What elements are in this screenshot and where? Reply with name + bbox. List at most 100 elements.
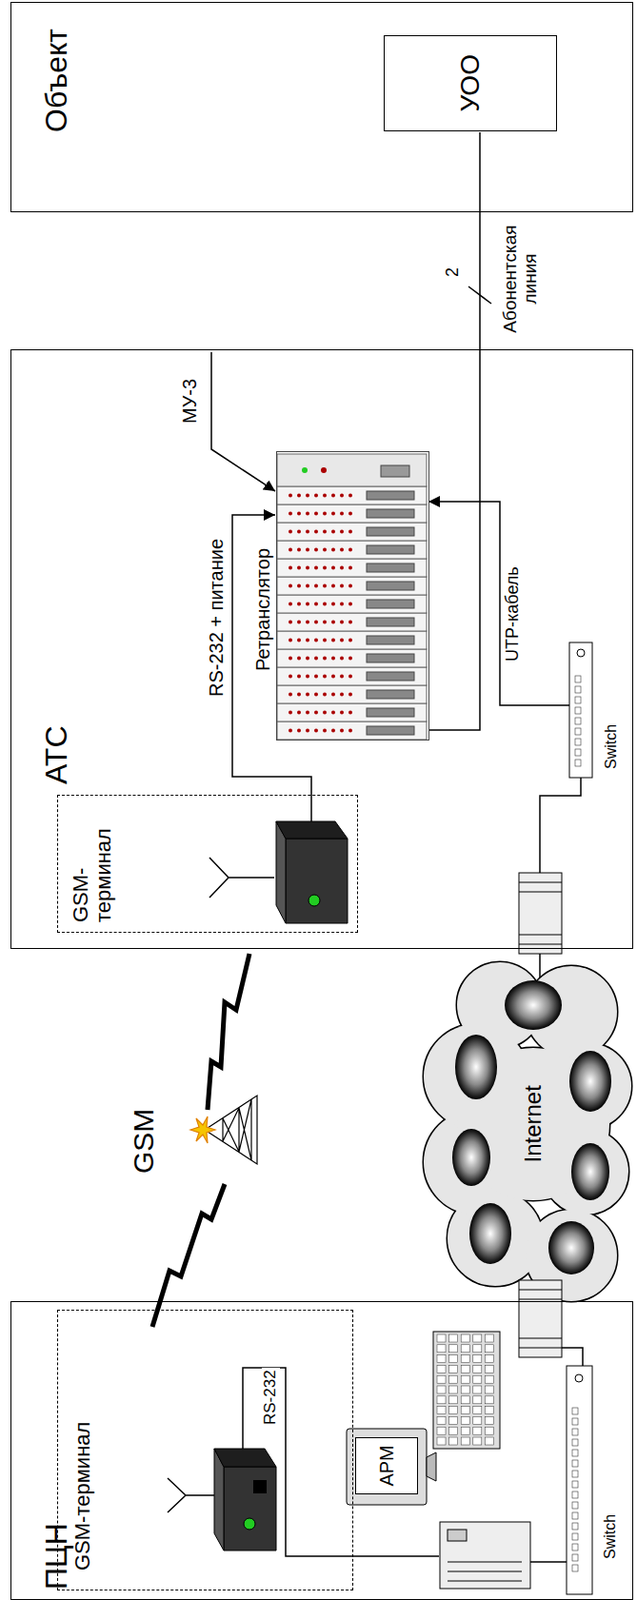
- rack-modules: [288, 584, 293, 589]
- gsm-modem: [214, 1449, 277, 1468]
- network-wires: [310, 796, 313, 822]
- rack-modules: [314, 530, 319, 535]
- rack-modules: [348, 566, 353, 571]
- rack-modules: [305, 566, 310, 571]
- switch-body: [575, 759, 581, 767]
- keyboard: [437, 1365, 446, 1374]
- rack-modules: [277, 486, 427, 505]
- rack-modules: [366, 563, 415, 573]
- server-tower: [439, 1522, 531, 1590]
- network-wires: [561, 1348, 583, 1367]
- rack-modules: [305, 494, 310, 498]
- rack-modules: [297, 656, 301, 661]
- gsm-tower: [222, 1099, 252, 1161]
- network-switch: Switch: [570, 641, 626, 777]
- keyboard: [473, 1396, 482, 1405]
- keyboard: [437, 1355, 446, 1364]
- keyboard: [473, 1345, 482, 1354]
- rack-modules: [297, 729, 301, 734]
- rack-modules: [277, 540, 427, 559]
- rack-modules: [314, 675, 319, 679]
- rack-modules: [348, 656, 353, 661]
- rack-modules: [322, 729, 327, 734]
- switch-body: [566, 1366, 593, 1595]
- rack-modules: [366, 617, 415, 627]
- free-label: 2: [443, 265, 463, 279]
- keyboard: [460, 1416, 470, 1425]
- switch-body: [572, 1492, 578, 1499]
- rack-modules: [348, 675, 353, 679]
- node-label: УОО: [456, 54, 486, 112]
- rack-modules: [331, 530, 336, 535]
- rack-modules: [322, 566, 327, 571]
- rack-modules: [277, 649, 427, 668]
- keyboard: [460, 1355, 470, 1364]
- keyboard: [473, 1427, 482, 1435]
- internet-cloud: [548, 1221, 595, 1275]
- rack-modules: [322, 620, 327, 625]
- device-group: GSM- терминал: [57, 795, 359, 934]
- rack-modules: [277, 631, 427, 650]
- rack-modules: [331, 566, 336, 571]
- gsm-modem: [276, 821, 348, 839]
- rack-modules: [288, 638, 293, 643]
- connector: [428, 132, 480, 731]
- keyboard: [437, 1375, 446, 1384]
- rack-modules: [322, 494, 327, 498]
- keyboard: [460, 1407, 470, 1415]
- rack-modules: [314, 494, 319, 498]
- switch-body: [572, 1429, 578, 1436]
- rack-modules: [331, 711, 336, 716]
- switch-body: [572, 1460, 578, 1468]
- rack-modules: [366, 690, 415, 699]
- rack-modules: [314, 548, 319, 553]
- switch-body: [569, 642, 593, 778]
- connector-label: UTP-кабель: [503, 564, 523, 664]
- monitor: [346, 1429, 437, 1506]
- server-tower: [447, 1530, 467, 1542]
- rack-modules: [314, 602, 319, 607]
- rack-modules: [288, 494, 293, 498]
- keyboard: [484, 1427, 494, 1435]
- rack-modules: [297, 494, 301, 498]
- region-box: УОООбъект: [10, 1, 634, 213]
- switch-body: [572, 1450, 578, 1457]
- gsm-modem: [308, 895, 320, 907]
- rack-modules: [339, 584, 344, 589]
- rack-modules: [339, 693, 344, 697]
- region-box: GSM- терминалРетрансляторSwitchАТС: [10, 349, 634, 950]
- rack-modules: [297, 620, 301, 625]
- keyboard: [449, 1407, 458, 1415]
- rack-modules: [348, 584, 353, 589]
- rack-modules: [305, 548, 310, 553]
- monitor: [346, 1429, 427, 1506]
- switch-body: [572, 1523, 578, 1531]
- switch-body: [572, 1544, 578, 1552]
- rack-modules: [348, 729, 353, 734]
- rack-modules: [277, 454, 427, 740]
- rack-modules: [331, 584, 336, 589]
- switch-body: [575, 696, 581, 704]
- connector-label: Абонентская линия: [500, 216, 541, 342]
- rack-modules: [320, 467, 327, 474]
- rack-modules: [348, 620, 353, 625]
- rack-modules: [277, 595, 427, 614]
- rack-modules: [297, 512, 301, 517]
- switch-body: [575, 738, 581, 746]
- rack-modules: [297, 693, 301, 697]
- rack-modules: [348, 548, 353, 553]
- node-label: GSM- терминал: [69, 803, 116, 923]
- rack-modules: [297, 584, 301, 589]
- node-label: Ретранслятор: [252, 548, 274, 672]
- antenna: [167, 1478, 215, 1513]
- keyboard: [473, 1355, 482, 1364]
- keyboard: [473, 1437, 482, 1446]
- gsm-modem: [223, 1467, 277, 1552]
- keyboard: [433, 1332, 500, 1450]
- rack-modules: [348, 602, 353, 607]
- keyboard: [449, 1334, 458, 1343]
- internet-cloud: [452, 980, 612, 1275]
- rack-modules: [301, 467, 308, 474]
- switch-body: [572, 1533, 578, 1541]
